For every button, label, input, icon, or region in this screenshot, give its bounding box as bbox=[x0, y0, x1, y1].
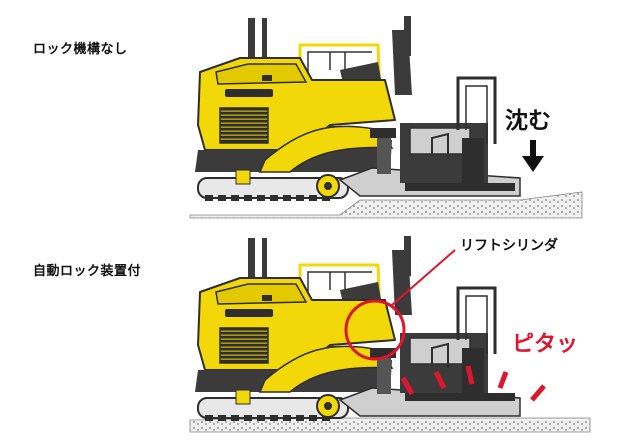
stability-marks bbox=[400, 365, 546, 402]
panel-1-label: ロック機構なし bbox=[33, 42, 128, 57]
panel-2-label: 自動ロック装置付 bbox=[33, 264, 142, 279]
panel-2-machine bbox=[189, 234, 591, 433]
sink-text: 沈む bbox=[505, 108, 551, 134]
callout-leader-line bbox=[391, 249, 456, 306]
stop-text: ピタッ bbox=[512, 332, 579, 357]
lift-cylinder-callout: リフトシリンダ bbox=[460, 238, 558, 254]
panel-1-machine bbox=[189, 14, 583, 219]
down-arrow-icon bbox=[522, 140, 544, 172]
lift-cylinder-highlight bbox=[344, 299, 406, 361]
